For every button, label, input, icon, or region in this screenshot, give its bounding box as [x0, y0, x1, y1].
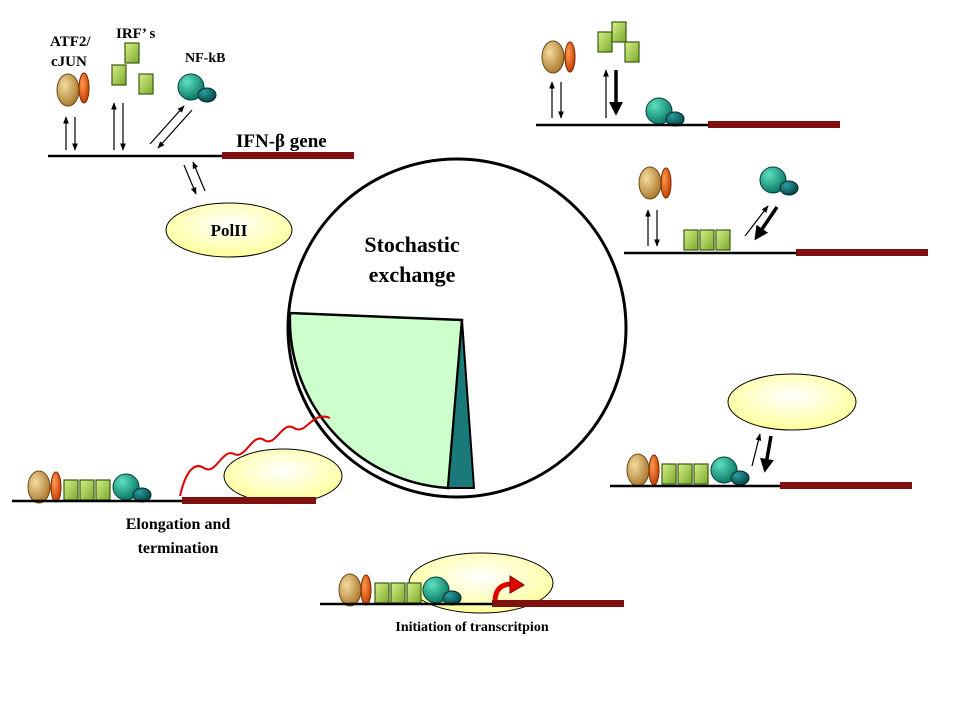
irf-protein	[374, 582, 390, 604]
nfkb-protein	[710, 456, 750, 486]
gene-bar	[708, 121, 840, 128]
irf-protein	[677, 463, 693, 485]
irf-protein	[683, 229, 699, 251]
polii-exchange-arrow	[183, 164, 197, 195]
panel-elongation: Elongation and termination	[12, 415, 343, 557]
polii-exchange-arrow	[192, 161, 206, 192]
cjun-label: cJUN	[51, 54, 87, 70]
binding-arrow	[760, 435, 774, 473]
panel-assembly-2	[624, 166, 928, 256]
termination-label: termination	[138, 540, 219, 557]
transcription-start-arrowhead	[509, 575, 525, 594]
irf-protein	[138, 73, 154, 95]
cjun-protein	[660, 167, 672, 199]
irf-protein	[597, 31, 613, 53]
atf2-protein	[27, 470, 51, 504]
elongation-label: Elongation and	[126, 516, 231, 533]
atf2-protein	[638, 166, 662, 200]
irf-protein	[611, 21, 627, 43]
irf-protein	[79, 479, 95, 501]
initiation-label: Initiation of transcritpion	[395, 620, 548, 635]
transcription-start-arrow	[492, 581, 513, 601]
cjun-protein	[50, 471, 62, 503]
panel-assembly-1	[536, 21, 840, 128]
cjun-protein	[78, 72, 90, 104]
stochastic-label: Stochastic	[364, 232, 460, 257]
irfs-label: IRF’ s	[116, 26, 155, 42]
cjun-protein	[360, 574, 372, 606]
irf-protein	[693, 463, 709, 485]
irf-protein	[661, 463, 677, 485]
gene-bar	[492, 600, 624, 607]
irf-protein	[624, 41, 640, 63]
ifnb-gene-label: IFN-β gene	[236, 131, 327, 152]
polii-ellipse	[727, 373, 857, 431]
nfkb-protein	[112, 473, 152, 503]
atf2-protein	[338, 573, 362, 607]
irf-protein	[63, 479, 79, 501]
irf-protein	[406, 582, 422, 604]
irf-protein	[124, 42, 140, 64]
initiation-sector	[446, 319, 476, 489]
atf2-protein	[56, 73, 80, 107]
atf2-protein	[541, 40, 565, 74]
nfkb-protein	[759, 166, 799, 196]
exchange-arrow	[751, 433, 762, 467]
nfkb-label: NF-kB	[185, 51, 225, 66]
irf-protein	[715, 229, 731, 251]
polii-ellipse	[223, 448, 343, 504]
elongation-sector	[288, 311, 464, 490]
exchange-arrow	[149, 105, 185, 145]
exchange-arrow	[744, 205, 769, 237]
irf-protein	[390, 582, 406, 604]
gene-bar	[182, 497, 316, 504]
ifnb-gene-bar	[222, 152, 354, 159]
gene-bar	[796, 249, 928, 256]
nfkb-protein	[177, 73, 217, 103]
stochastic-exchange-cycle: Stochastic exchange	[286, 157, 628, 499]
exchange-arrow	[157, 109, 193, 149]
irf-protein	[111, 64, 127, 86]
irf-protein	[699, 229, 715, 251]
binding-arrow	[754, 206, 779, 241]
mrna-transcript	[179, 415, 331, 497]
exchange-label: exchange	[369, 262, 456, 287]
nfkb-protein	[645, 97, 685, 127]
polii-ellipse	[165, 202, 293, 258]
panel-initiation: Initiation of transcritpion	[320, 552, 624, 635]
gene-bar	[780, 482, 912, 489]
atf2-protein	[626, 453, 650, 487]
panel-enhanceosome	[610, 373, 912, 489]
cjun-protein	[648, 454, 660, 486]
panel-free-factors: ATF2/ cJUN IRF’ s NF-kB IFN-β gene PolII	[48, 26, 354, 258]
polii-label: PolII	[211, 221, 248, 240]
irf-protein	[95, 479, 111, 501]
atf2-label: ATF2/	[50, 34, 91, 50]
cjun-protein	[564, 41, 576, 73]
